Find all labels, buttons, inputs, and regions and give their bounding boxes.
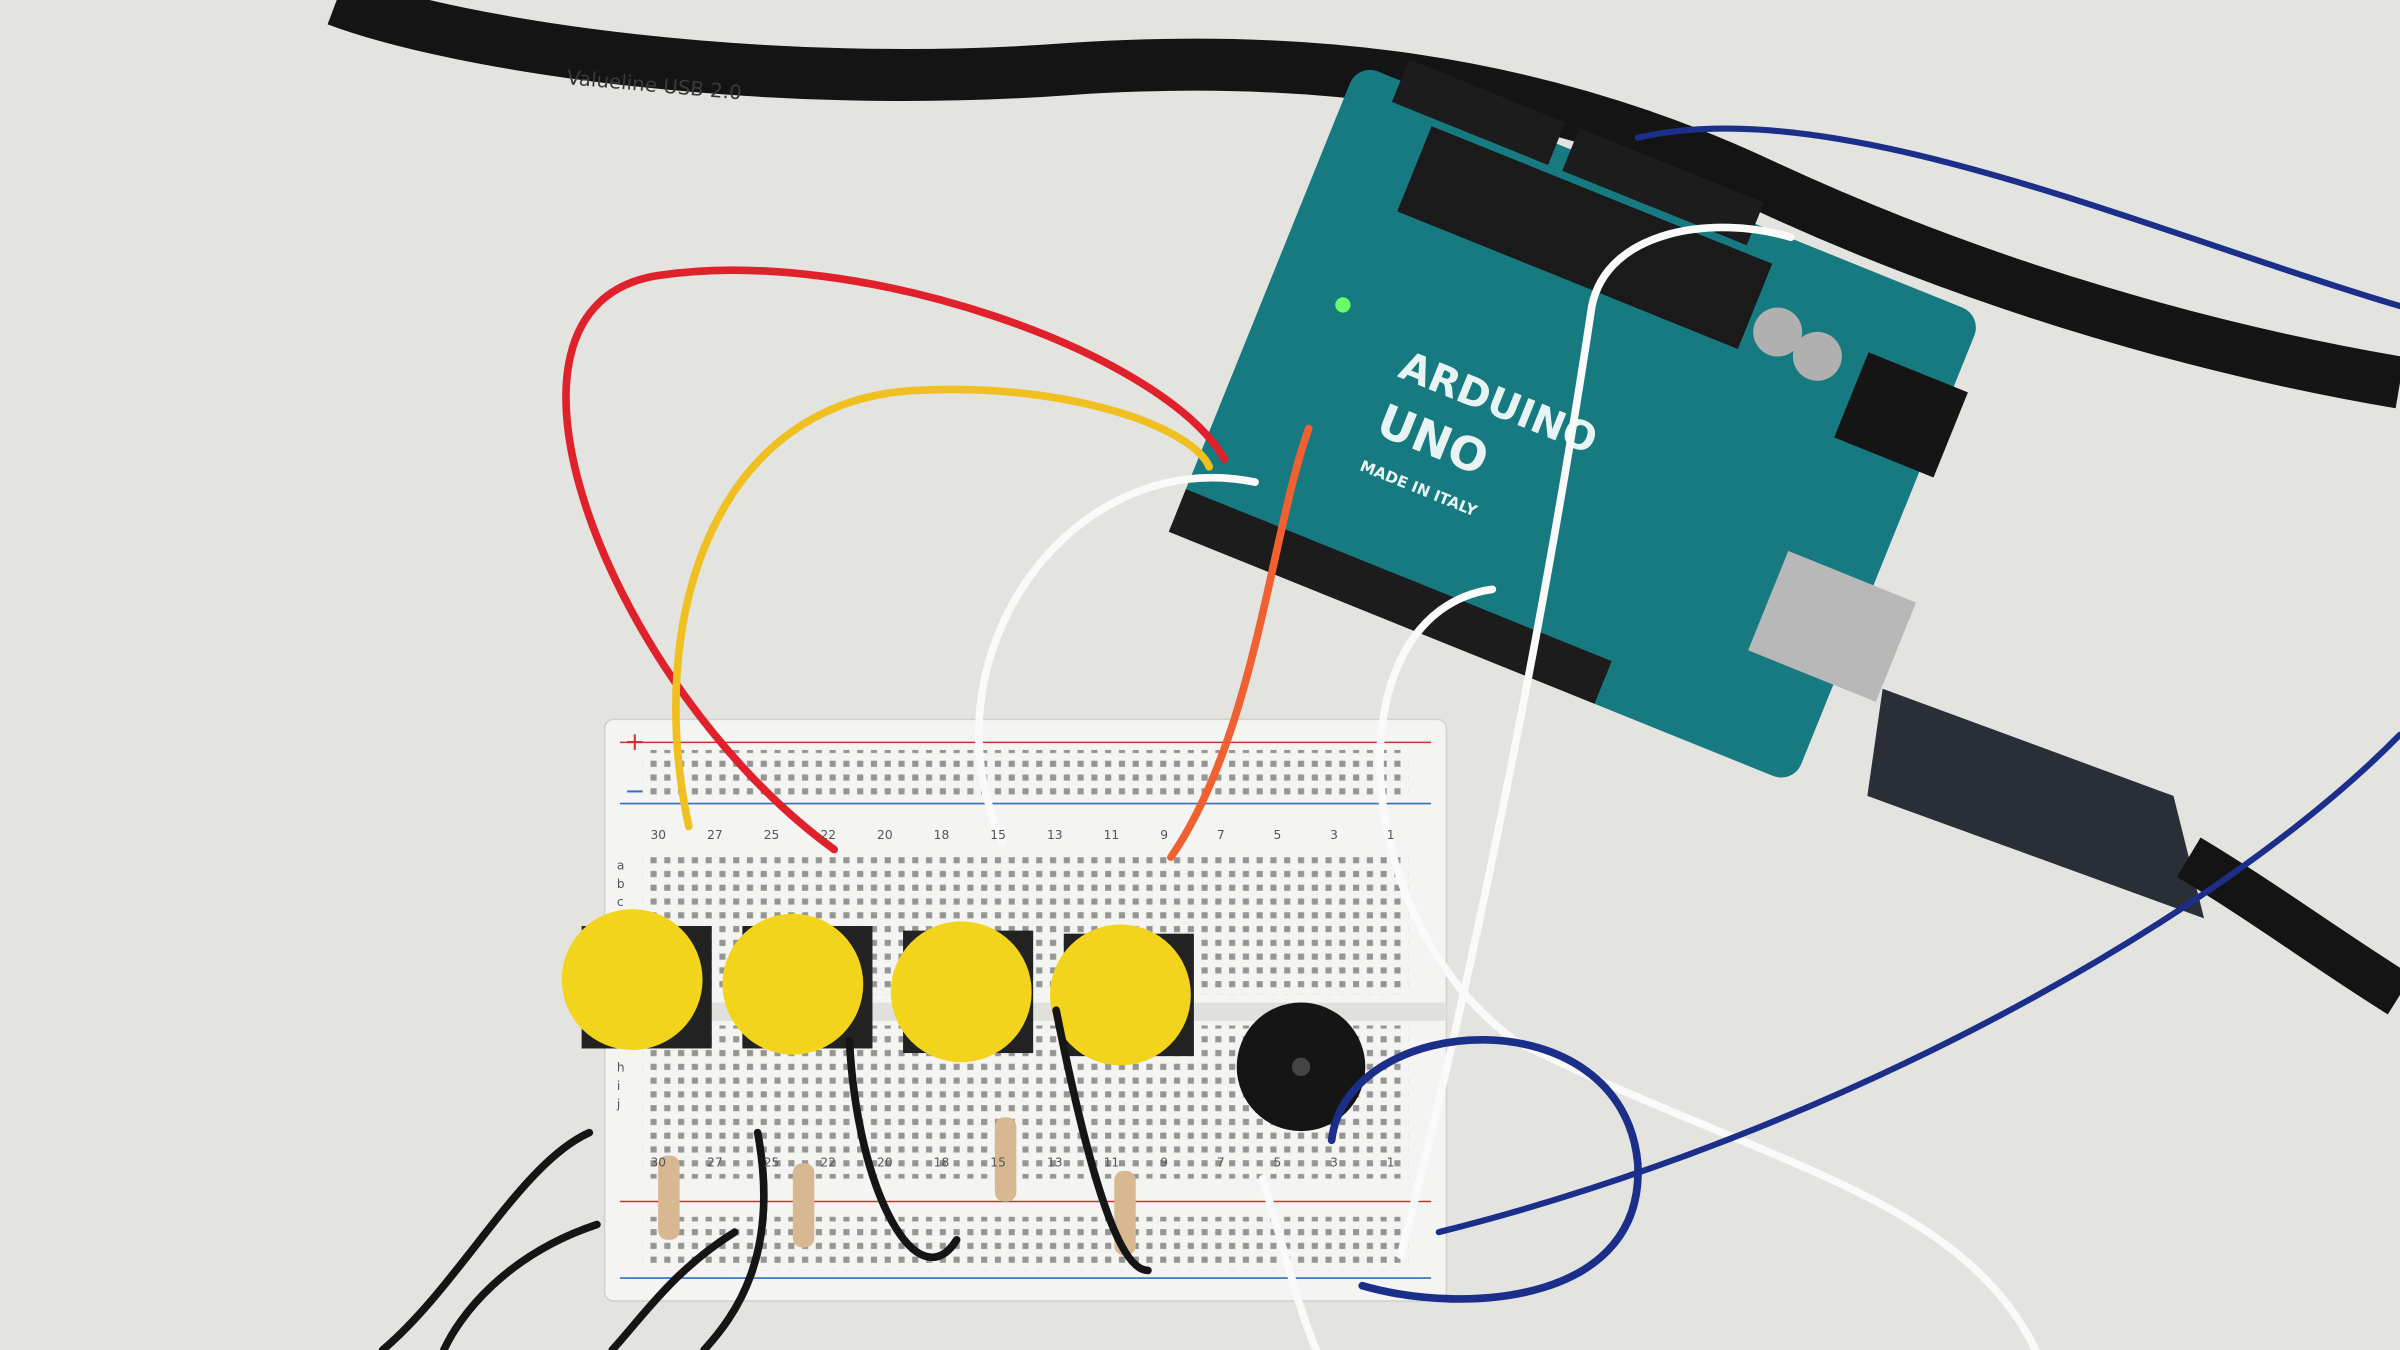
- usb-plug: [1867, 688, 2205, 919]
- column-number: 1: [1387, 828, 1395, 842]
- column-number: 22: [820, 828, 836, 842]
- column-number: 27: [707, 828, 723, 842]
- column-number: 22: [820, 1155, 836, 1169]
- column-number: 30: [651, 828, 667, 842]
- yellow-button[interactable]: [561, 909, 703, 1050]
- white-wire-3: [1258, 1174, 1321, 1350]
- yellow-button[interactable]: [722, 913, 864, 1055]
- blue-wire-3: [1634, 125, 2400, 310]
- black-wire: [1052, 1006, 1152, 1275]
- column-number: 5: [1273, 828, 1281, 842]
- column-number: 27: [707, 1155, 723, 1169]
- black-wire: [440, 1220, 601, 1350]
- column-number: 13: [1047, 828, 1063, 842]
- column-number: 9: [1160, 828, 1168, 842]
- yellow-wire: [672, 385, 1214, 831]
- column-number: 9: [1160, 1155, 1168, 1169]
- row-letter: i: [617, 1079, 620, 1093]
- column-number: 3: [1330, 828, 1338, 842]
- black-wire: [608, 1228, 739, 1350]
- push-buttons: [561, 909, 1194, 1066]
- row-letter: j: [616, 1097, 620, 1111]
- column-number: 25: [764, 828, 780, 842]
- column-number: 20: [877, 828, 893, 842]
- column-number: 25: [764, 1155, 780, 1169]
- column-number: 15: [990, 828, 1006, 842]
- orange-wire: [1167, 424, 1313, 861]
- header-analog: [1391, 59, 1566, 165]
- arduino-uno-board: ARDUINO UNO MADE IN ITALY: [1168, 59, 1976, 778]
- column-number: 18: [934, 828, 950, 842]
- black-wire: [845, 1036, 961, 1262]
- yellow-button[interactable]: [1050, 924, 1191, 1066]
- plus-label: +: [624, 727, 645, 756]
- column-numbers: 3030272725252222202018181515131311119977…: [616, 828, 1395, 1170]
- power-led: [1335, 297, 1351, 313]
- resistors: [658, 1117, 1136, 1256]
- column-number: 1: [1387, 1155, 1395, 1169]
- white-wire: [975, 473, 1259, 846]
- column-number: 11: [1104, 1155, 1120, 1169]
- black-wire: [378, 1128, 594, 1350]
- row-letter: h: [617, 1060, 625, 1074]
- power-jack: [1834, 352, 1968, 478]
- yellow-button[interactable]: [890, 921, 1032, 1063]
- row-letter: b: [617, 877, 625, 891]
- column-number: 5: [1273, 1155, 1281, 1169]
- column-number: 3: [1330, 1155, 1338, 1169]
- row-letter: a: [617, 858, 625, 872]
- column-number: 18: [934, 1155, 950, 1169]
- column-number: 7: [1217, 828, 1225, 842]
- blue-wire-2: [1435, 731, 2400, 1236]
- black-wire: [700, 1128, 768, 1350]
- column-number: 15: [990, 1155, 1006, 1169]
- column-number: 7: [1217, 1155, 1225, 1169]
- microcontroller-chip: [1397, 126, 1773, 349]
- red-wire: [562, 266, 1229, 854]
- jumper-wires: [378, 125, 2400, 1350]
- minus-label: −: [624, 776, 645, 805]
- column-number: 13: [1047, 1155, 1063, 1169]
- column-number: 20: [877, 1155, 893, 1169]
- usb-b-port: [1748, 550, 1917, 702]
- blue-wire: [1327, 1036, 1642, 1303]
- column-number: 11: [1104, 828, 1120, 842]
- row-letter: c: [617, 895, 624, 909]
- header-power: [1562, 128, 1764, 246]
- column-number: 30: [651, 1155, 667, 1169]
